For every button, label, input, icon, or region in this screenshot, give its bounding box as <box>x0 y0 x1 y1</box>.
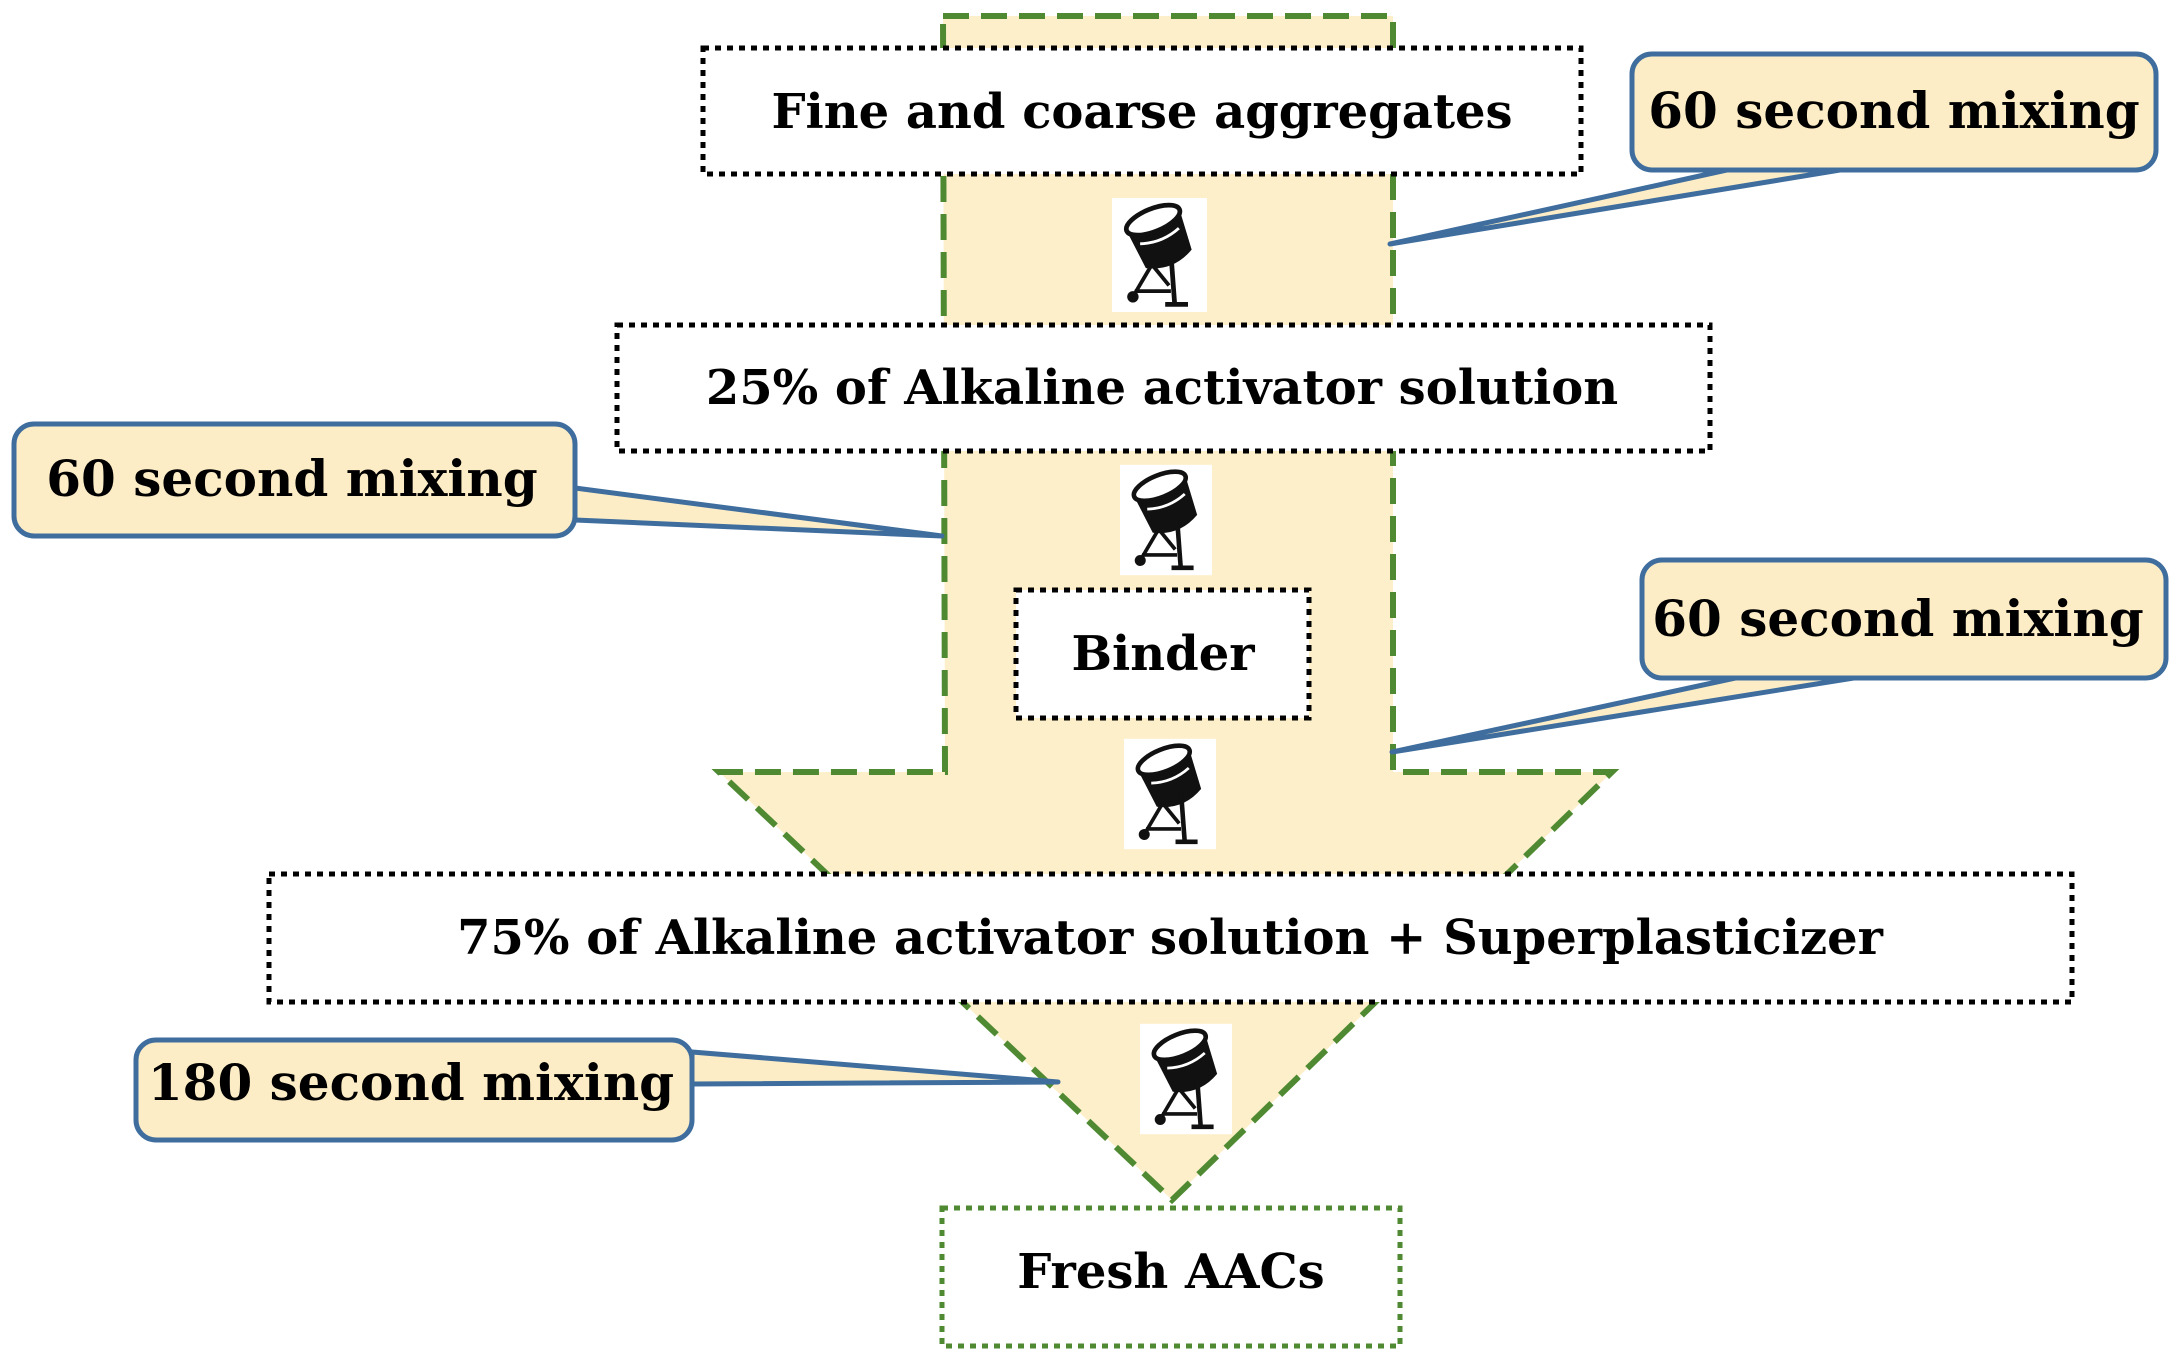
step-label: Binder <box>1071 626 1255 682</box>
step-label: Fine and coarse aggregates <box>771 84 1512 140</box>
callout-mixing-1: 60 second mixing <box>1387 51 2159 247</box>
callout-label: 60 second mixing <box>1648 81 2139 140</box>
step-box-activator-75: 75% of Alkaline activator solution + Sup… <box>266 871 2075 1005</box>
mixer-icon <box>1120 465 1212 575</box>
callout-mixing-3: 60 second mixing <box>1389 557 2169 755</box>
step-label: 25% of Alkaline activator solution <box>706 360 1618 416</box>
callout-label: 60 second mixing <box>46 449 537 508</box>
step-box-aggregates: Fine and coarse aggregates <box>700 45 1584 177</box>
step-box-binder: Binder <box>1013 587 1312 721</box>
callout-label: 180 second mixing <box>148 1053 674 1112</box>
callout-label: 60 second mixing <box>1652 589 2143 648</box>
step-box-fresh-aacs: Fresh AACs <box>939 1205 1403 1349</box>
mixer-icon <box>1112 198 1207 312</box>
step-box-activator-25: 25% of Alkaline activator solution <box>614 322 1713 454</box>
step-label: 75% of Alkaline activator solution + Sup… <box>457 910 1884 966</box>
step-label: Fresh AACs <box>1017 1244 1324 1300</box>
mixer-icon <box>1124 739 1216 849</box>
callout-mixing-4: 180 second mixing <box>133 1037 1061 1143</box>
callout-mixing-2: 60 second mixing <box>11 421 945 539</box>
mixer-icon <box>1140 1024 1232 1134</box>
